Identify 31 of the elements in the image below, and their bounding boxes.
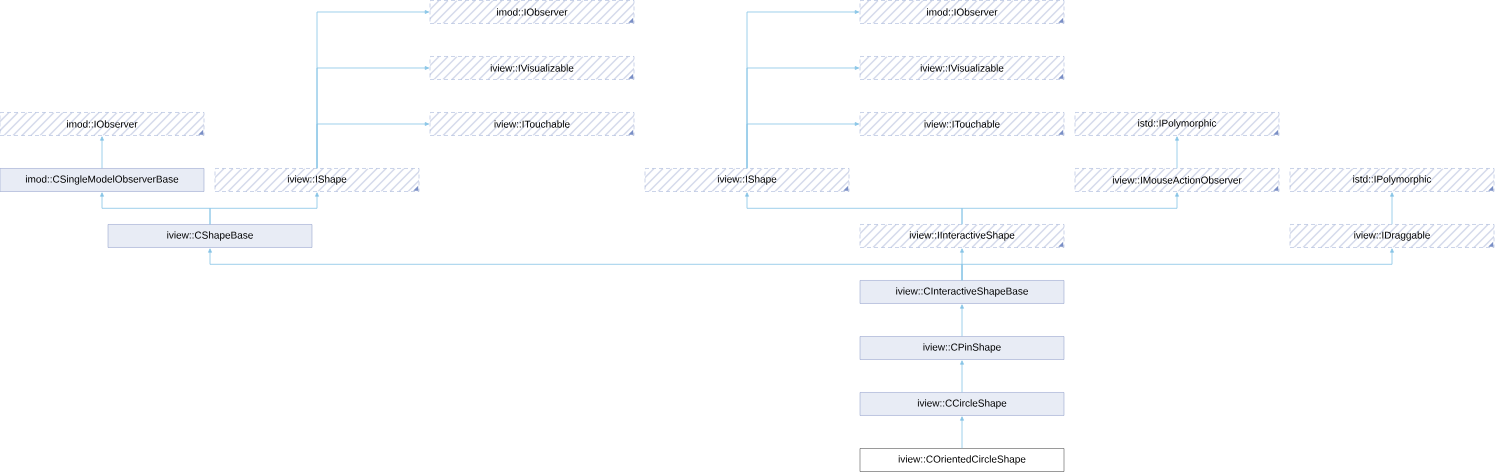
iface-box: iview::ITouchable (859, 112, 1065, 136)
iface-box: imod::IObserver (429, 0, 635, 24)
inheritance-arrow (961, 248, 1394, 281)
iface-box: istd::IPolymorphic (1074, 112, 1280, 136)
inheritance-arrow (960, 360, 964, 393)
iface-box: iview::ITouchable (429, 112, 635, 136)
inheritance-arrow (100, 136, 104, 169)
class-box: iview::COrientedCircleShape (859, 448, 1065, 472)
inheritance-arrow (316, 122, 430, 169)
class-box: iview::CShapeBase (107, 224, 313, 248)
inheritance-arrow (1390, 192, 1394, 225)
iface-box: iview::IInteractiveShape (859, 224, 1065, 248)
inheritance-arrow (960, 304, 964, 337)
iface-box: istd::IPolymorphic (1289, 168, 1495, 192)
inheritance-arrow (1175, 136, 1179, 169)
iface-box: iview::IMouseActionObserver (1074, 168, 1280, 192)
class-box: iview::CCircleShape (859, 392, 1065, 416)
iface-box: iview::IShape (644, 168, 850, 192)
class-box: iview::CInteractiveShapeBase (859, 280, 1065, 304)
iface-box: imod::IObserver (859, 0, 1065, 24)
class-box: imod::CSingleModelObserverBase (0, 168, 205, 192)
inheritance-arrow (209, 192, 319, 225)
iface-box: imod::IObserver (0, 112, 205, 136)
iface-box: iview::IVisualizable (859, 56, 1065, 80)
iface-box: iview::IDraggable (1289, 224, 1495, 248)
inheritance-arrow (961, 192, 1179, 225)
class-box: iview::CPinShape (859, 336, 1065, 360)
inheritance-arrow (960, 416, 964, 449)
inheritance-arrow (746, 122, 860, 169)
iface-box: iview::IVisualizable (429, 56, 635, 80)
iface-box: iview::IShape (214, 168, 420, 192)
